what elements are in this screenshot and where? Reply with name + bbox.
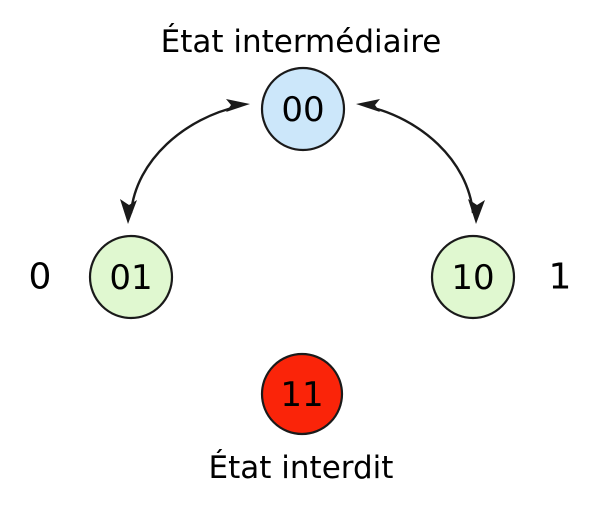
node-state-11-circle[interactable] <box>260 352 344 436</box>
node-state-11[interactable]: 11 <box>260 352 344 436</box>
node-state-00-label: 00 <box>281 90 324 130</box>
input-label-0: 0 <box>29 257 52 298</box>
edge-00-10-arrowhead-to-10 <box>468 199 485 224</box>
edge-00-10-path <box>365 104 475 214</box>
edge-00-01-arrowhead-to-00 <box>226 99 250 112</box>
node-state-01-label: 01 <box>109 258 152 298</box>
input-label-1: 1 <box>549 257 572 298</box>
node-state-00-circle[interactable] <box>260 66 346 152</box>
edge-00-10-arrowhead-to-00 <box>356 99 380 112</box>
diagram-caption: État interdit <box>209 450 394 486</box>
node-state-00[interactable]: 00 <box>260 66 346 152</box>
diagram-title: État intermédiaire <box>161 24 442 60</box>
node-state-10-circle[interactable] <box>430 234 516 320</box>
edge-00-01-path <box>129 104 241 214</box>
edge-00-10 <box>356 99 485 224</box>
node-state-01[interactable]: 01 <box>88 234 174 320</box>
node-state-01-circle[interactable] <box>88 234 174 320</box>
node-state-11-label: 11 <box>280 375 323 415</box>
edge-00-01 <box>120 99 250 224</box>
edge-00-01-arrowhead-to-01 <box>120 199 137 224</box>
node-state-10[interactable]: 10 <box>430 234 516 320</box>
node-state-10-label: 10 <box>451 258 494 298</box>
